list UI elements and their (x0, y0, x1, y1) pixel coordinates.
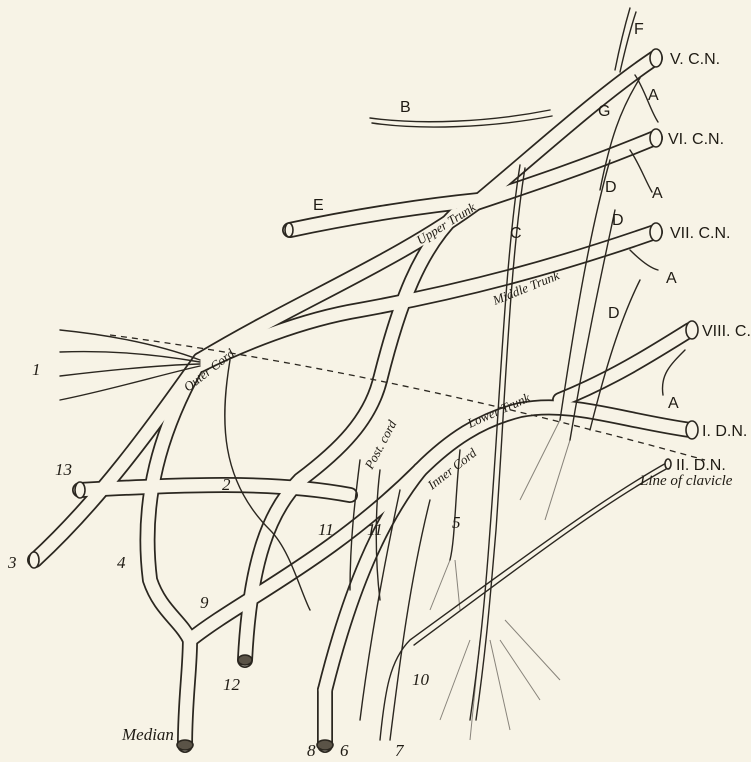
number-11-a: 11 (318, 520, 334, 539)
letter-a-1: A (648, 87, 659, 104)
clavicle-line-label: Line of clavicle (639, 473, 733, 489)
d2-root-cap (665, 459, 671, 469)
letter-d-1: D (605, 179, 617, 196)
number-2: 2 (222, 475, 231, 494)
nerve-fills (35, 58, 690, 745)
d1-root-cap (686, 421, 698, 439)
letter-d-2: D (612, 212, 624, 229)
c6-root-cap (650, 129, 662, 147)
letter-e: E (313, 197, 324, 214)
number-7: 7 (395, 741, 405, 760)
letter-a-2: A (652, 185, 663, 202)
number-13: 13 (55, 460, 72, 479)
root-c5-label: V. C.N. (670, 51, 720, 68)
number-5: 5 (452, 513, 461, 532)
root-d2-label: II. D.N. (676, 457, 726, 474)
median-label: Median (121, 725, 174, 744)
c7-root-cap (650, 223, 662, 241)
letter-c: C (510, 225, 522, 242)
number-8: 8 (307, 741, 316, 760)
letter-b: B (400, 99, 411, 116)
letter-a-3: A (666, 270, 677, 287)
letter-g: G (598, 103, 610, 120)
number-1: 1 (32, 360, 41, 379)
n12-cut-cap (238, 655, 252, 665)
number-4: 4 (117, 553, 126, 572)
number-3: 3 (7, 553, 17, 572)
number-9: 9 (200, 593, 209, 612)
number-6: 6 (340, 741, 349, 760)
letter-a-4: A (668, 395, 679, 412)
thin-nerves (60, 8, 685, 740)
n8-cut-cap (317, 740, 333, 750)
e-cut-cap (285, 223, 293, 237)
c5-root-cap (650, 49, 662, 67)
root-c6-label: VI. C.N. (668, 131, 724, 148)
root-c8-label: VIII. C.N. (702, 323, 751, 340)
letter-d-3: D (608, 305, 620, 322)
n3-cut-cap (29, 552, 39, 568)
c8-root-cap (686, 321, 698, 339)
n13-cut-cap (75, 482, 85, 498)
number-12: 12 (223, 675, 241, 694)
number-11-b: 11 (367, 520, 383, 539)
number-10: 10 (412, 670, 430, 689)
root-c7-label: VII. C.N. (670, 225, 730, 242)
letter-f: F (634, 21, 644, 38)
median-cut-cap (177, 740, 193, 750)
root-d1-label: I. D.N. (702, 423, 747, 440)
